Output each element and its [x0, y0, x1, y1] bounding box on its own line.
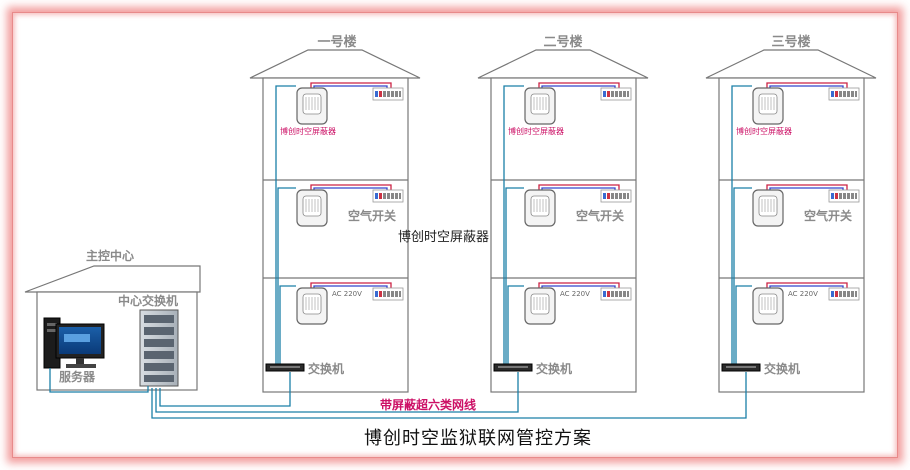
air-breaker-icon[interactable] [828, 189, 860, 203]
air-breaker-icon[interactable] [600, 189, 632, 203]
building-3-breaker-label: 空气开关 [804, 208, 852, 223]
building-2-shield-label: 博创时空屏蔽器 [508, 126, 564, 136]
cable-label: 带屏蔽超六类网线 [380, 397, 476, 412]
building-1-shield-label: 博创时空屏蔽器 [280, 126, 336, 136]
center-name: 主控中心 [86, 248, 134, 263]
building-1-name: 一号楼 [317, 34, 356, 50]
center-switch-rack[interactable] [139, 309, 179, 387]
jammer-icon[interactable] [752, 87, 784, 125]
building-1 [249, 49, 421, 393]
building-2-ac-label: AC 220V [560, 290, 590, 298]
floor-switch-3[interactable] [721, 363, 761, 372]
air-breaker-icon[interactable] [600, 87, 632, 101]
building-2 [477, 49, 649, 393]
building-2-name: 二号楼 [543, 34, 582, 50]
floor-3-equipment-building-3 [752, 282, 860, 325]
building-1-breaker-label: 空气开关 [348, 208, 396, 223]
jammer-icon[interactable] [524, 189, 556, 227]
floor-switch-1[interactable] [265, 363, 305, 372]
air-breaker-icon[interactable] [372, 87, 404, 101]
building-3-shield-label: 博创时空屏蔽器 [736, 126, 792, 136]
air-breaker-icon[interactable] [828, 287, 860, 301]
air-breaker-icon[interactable] [372, 287, 404, 301]
building-3-roof [705, 49, 877, 79]
jammer-icon[interactable] [524, 287, 556, 325]
center-switch-label: 中心交换机 [118, 293, 178, 308]
server-computer[interactable] [43, 317, 105, 369]
building-3 [705, 49, 877, 393]
floor-equipment [296, 82, 860, 325]
jammer-icon[interactable] [296, 189, 328, 227]
building-1-ac-label: AC 220V [332, 290, 362, 298]
jammer-icon[interactable] [296, 287, 328, 325]
network-cables [49, 85, 752, 419]
air-breaker-icon[interactable] [600, 287, 632, 301]
building-2-roof [477, 49, 649, 79]
building-3-name: 三号楼 [771, 34, 810, 50]
building-2-breaker-label: 空气开关 [576, 208, 624, 223]
floor-1-equipment-building-3 [752, 82, 860, 125]
jammer-icon[interactable] [752, 189, 784, 227]
air-breaker-icon[interactable] [372, 189, 404, 203]
floor-1-equipment-building-1 [296, 82, 404, 125]
diagram-title: 博创时空监狱联网管控方案 [364, 428, 592, 449]
floor-2-equipment-building-1 [296, 184, 404, 227]
floor-2-equipment-building-3 [752, 184, 860, 227]
jammer-icon[interactable] [296, 87, 328, 125]
floor-2-equipment-building-2 [524, 184, 632, 227]
building-1-roof [249, 49, 421, 79]
building-2-switch-label: 交换机 [536, 361, 572, 376]
floor-3-equipment-building-1 [296, 282, 404, 325]
middle-shield-label: 博创时空屏蔽器 [398, 230, 489, 245]
floor-1-equipment-building-2 [524, 82, 632, 125]
jammer-icon[interactable] [752, 287, 784, 325]
building-3-ac-label: AC 220V [788, 290, 818, 298]
floor-switch-2[interactable] [493, 363, 533, 372]
building-3-switch-label: 交换机 [764, 361, 800, 376]
center-roof [24, 265, 201, 293]
air-breaker-icon[interactable] [828, 87, 860, 101]
jammer-icon[interactable] [524, 87, 556, 125]
building-1-switch-label: 交换机 [308, 361, 344, 376]
server-label: 服务器 [59, 369, 96, 384]
floor-3-equipment-building-2 [524, 282, 632, 325]
